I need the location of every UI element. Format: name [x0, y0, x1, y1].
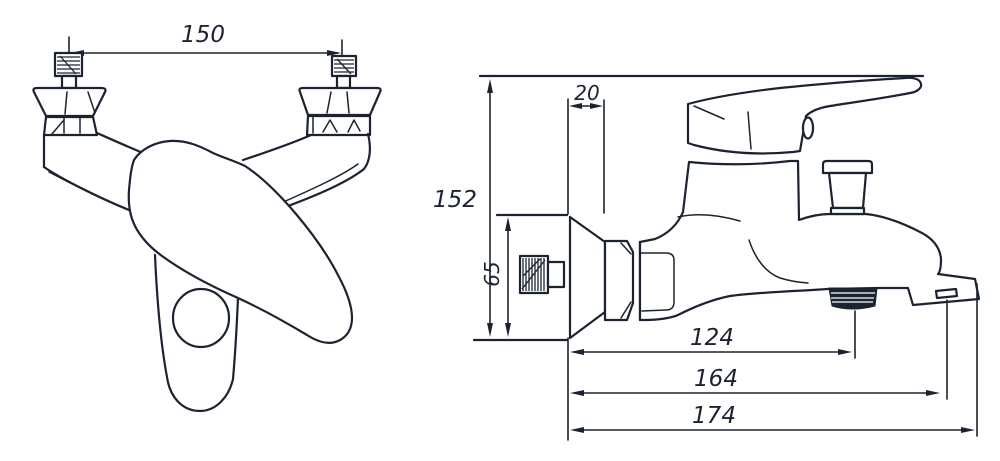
union-hex-nut [603, 239, 642, 322]
dimension-label-20: 20 [574, 81, 599, 105]
escutcheon-cone [32, 86, 107, 118]
wall-pipe [518, 254, 566, 295]
body-outline [638, 159, 981, 322]
dimension-connector-spacing: 150 [68, 22, 343, 60]
collar-facets [312, 116, 361, 134]
arrowhead-down [505, 323, 511, 337]
dimension-label-124: 124 [690, 325, 734, 351]
right-connector [298, 54, 382, 137]
handle-lever-side [686, 76, 923, 155]
body-shoulder-line [677, 214, 741, 222]
handle-lever-front [127, 139, 354, 344]
arrowhead-right [961, 427, 975, 433]
right-arm-side-edge [362, 132, 371, 171]
escutcheon-seams [326, 91, 350, 114]
dimension-escutcheon-depth: 20 [567, 81, 605, 215]
dimension-label-174: 174 [692, 403, 736, 429]
hex-nut-profile [603, 239, 635, 322]
tub-outlet [828, 287, 878, 310]
arrowhead-up [487, 79, 493, 93]
diverter-ring [171, 287, 231, 349]
connector-neck [335, 74, 352, 90]
dimension-overall-reach: 174 [570, 283, 978, 437]
handle-indicator-oval [801, 116, 815, 140]
escutcheon-cone [298, 86, 382, 117]
thread-hatching [334, 58, 354, 75]
dimension-label-150: 150 [181, 22, 225, 48]
faucet-body-side [638, 159, 981, 322]
spout-contour-line [748, 239, 809, 284]
outlet-thread-lines [831, 292, 875, 303]
right-arm-top-edge [241, 133, 313, 162]
left-arm-bottom-edge [42, 165, 131, 212]
front-view: 150 [32, 22, 382, 413]
dimension-label-65: 65 [480, 261, 504, 286]
dimension-outlet-reach: 124 [567, 310, 856, 441]
connector-neck [60, 74, 78, 90]
knob-base [829, 206, 866, 216]
arrowhead-left [569, 103, 582, 109]
union-collar-detail [640, 252, 675, 312]
dimension-label-152: 152 [433, 187, 477, 213]
dimension-overall-height: 152 [433, 79, 493, 337]
right-arm-bottom-edge [278, 167, 366, 211]
arrowhead-left [570, 427, 584, 433]
left-arm-inner-line [48, 171, 127, 210]
arrowhead-left [570, 390, 584, 396]
arrowhead-up [505, 217, 511, 231]
handle-outline [686, 76, 923, 155]
knob-cap [821, 159, 874, 175]
left-connector [32, 51, 107, 137]
dimension-diverter-reach: 164 [570, 299, 948, 400]
escutcheon-seams [64, 91, 96, 115]
thread-hatching [57, 55, 80, 75]
knob-stem [827, 171, 868, 210]
dimension-label-164: 164 [694, 366, 738, 392]
collar-nut [305, 114, 372, 137]
arrowhead-right [327, 50, 341, 56]
arrowhead-left [570, 349, 584, 355]
arrowhead-right [838, 349, 852, 355]
outlet-face-detail [934, 287, 959, 300]
handle-facet-lines [693, 105, 752, 150]
faucet-body-arms [42, 131, 371, 212]
escutcheon-cone-side [568, 215, 607, 340]
arrowhead-down [487, 323, 493, 337]
dimension-outlet-height: 65 [480, 217, 511, 337]
arrowhead-right [926, 390, 940, 396]
arrowhead-right [590, 103, 603, 109]
pipe-nut [546, 260, 566, 289]
collar-nut [42, 115, 99, 137]
thread-hatching [521, 258, 546, 291]
hex-nut-chamfers [620, 242, 632, 319]
collar-facets [51, 117, 81, 135]
diverter-knob [821, 159, 874, 216]
right-arm-inner-line [278, 163, 359, 205]
spout-front [153, 253, 240, 413]
side-view: 152 65 20 [433, 74, 981, 441]
